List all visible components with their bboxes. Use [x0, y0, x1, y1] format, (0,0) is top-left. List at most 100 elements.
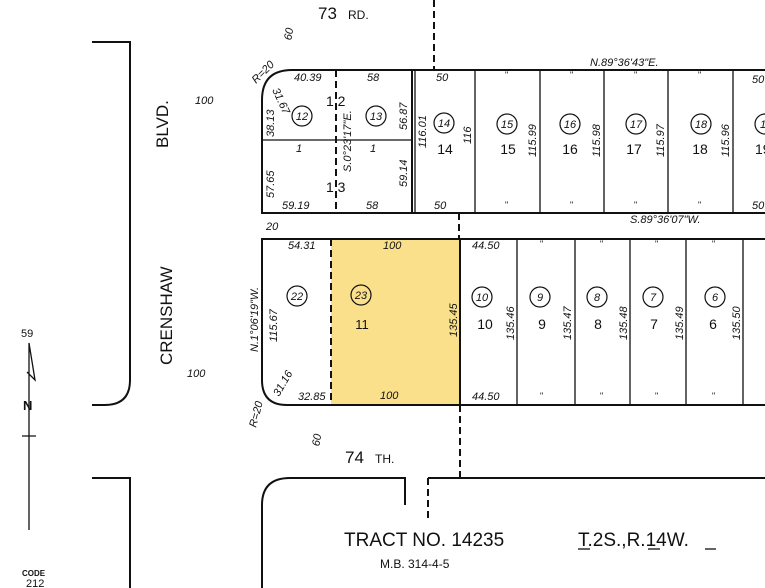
crenshaw-road-edge: [92, 41, 131, 406]
bearing: S.0°23'17"E.: [342, 110, 354, 172]
dimension: 135.49: [674, 306, 686, 340]
dimension: 135.45: [448, 302, 460, 337]
code-label: CODE: [22, 569, 46, 578]
parcel-number: 15: [501, 119, 514, 131]
dimension: 100: [380, 390, 399, 402]
parcel-number: 9: [537, 292, 543, 304]
dimension: 59.14: [398, 159, 410, 187]
dimension: 57.65: [265, 170, 277, 198]
bearing: N.1°06'19"W.: [249, 287, 261, 352]
parcel-9[interactable]: 99: [529, 286, 551, 332]
lot-number: 15: [500, 141, 516, 157]
dimension: 44.50: [472, 240, 500, 252]
bearing: N.89°36'43"E.: [590, 57, 659, 69]
dimension: 115.96: [720, 123, 732, 157]
street-width: 100: [187, 368, 206, 380]
dimension: 135.48: [618, 305, 630, 340]
parcel-number: 16: [564, 119, 577, 131]
dimension: 40.39: [294, 72, 322, 84]
ditto-mark: ": [505, 70, 508, 80]
ditto-mark: ": [698, 70, 701, 80]
dimension: 115.67: [268, 308, 280, 342]
ditto-mark: ": [540, 239, 543, 249]
bearing: S.89°36'07"W.: [630, 214, 701, 226]
parcel-23[interactable]: 23 11: [350, 284, 372, 332]
parcel-12[interactable]: 12: [291, 105, 313, 127]
parcel-number: 17: [630, 119, 643, 131]
tract-number: TRACT NO. 14235: [344, 530, 504, 551]
street-name-74th: 74: [345, 448, 364, 467]
lot-number: 18: [692, 141, 708, 157]
map-book-reference: M.B. 314-4-5: [380, 557, 450, 571]
parcel-6[interactable]: 66: [704, 286, 726, 332]
township-range: T.2S.,R.14W.: [578, 530, 689, 551]
street-suffix: TH.: [375, 452, 394, 466]
ditto-mark: ": [634, 200, 637, 210]
parcel-number: 12: [296, 111, 308, 123]
dimension: 59.19: [282, 200, 310, 212]
upper-block-outline: [261, 69, 765, 214]
parcel-7[interactable]: 77: [642, 286, 664, 332]
north-arrow: 59 N: [21, 328, 36, 530]
lot-number: 17: [626, 141, 642, 157]
dimension: 20: [265, 221, 279, 233]
parcel-22[interactable]: 22: [286, 285, 308, 307]
south-block-edge: [261, 477, 406, 588]
street-suffix: RD.: [348, 8, 369, 22]
street-width: 60: [310, 432, 324, 447]
parcel-19[interactable]: 1919: [754, 113, 765, 157]
street-name-crenshaw: CRENSHAW: [157, 266, 176, 365]
radius: R=20: [247, 399, 266, 429]
ditto-mark: ": [712, 239, 715, 249]
dimension: 38.13: [265, 109, 277, 137]
ditto-mark: ": [712, 391, 715, 401]
dimension: 54.31: [288, 240, 316, 252]
code-value: 212: [26, 578, 44, 588]
lot-number: 8: [594, 316, 602, 332]
ditto-mark: ": [570, 70, 573, 80]
dimension: 50: [436, 72, 449, 84]
ditto-mark: ": [634, 70, 637, 80]
parcel-number: 13: [370, 111, 383, 123]
dimension: 115.99: [527, 124, 539, 157]
lot-number: 9: [538, 316, 546, 332]
dimension: 56.87: [398, 102, 410, 130]
parcel-number: 6: [712, 292, 719, 304]
dimension: 44.50: [472, 391, 500, 403]
lot-number: 6: [709, 316, 717, 332]
crenshaw-road-edge-south: [92, 477, 131, 588]
parcel-number: 7: [650, 292, 657, 304]
highlighted-parcel-23[interactable]: [331, 239, 460, 405]
dimension: 50: [434, 200, 447, 212]
lot-number: 10: [477, 316, 493, 332]
ditto-mark: ": [698, 200, 701, 210]
parcel-8[interactable]: 88: [586, 286, 608, 332]
lot-number: 1 2: [326, 93, 346, 109]
dimension: 115.98: [591, 123, 603, 157]
radius: R=20: [250, 58, 278, 86]
lot-number: 16: [562, 141, 578, 157]
dimension: 50: [752, 74, 765, 86]
ditto-mark: ": [505, 200, 508, 210]
lot-number: 11: [355, 317, 369, 332]
street-width: 60: [282, 26, 296, 41]
lower-block-outline: [261, 238, 765, 406]
parcel-number: 22: [290, 291, 303, 303]
street-name-blvd: BLVD.: [153, 100, 172, 148]
north-label: N: [23, 398, 32, 413]
dimension: 32.85: [298, 391, 326, 403]
dimension: 116: [462, 126, 474, 144]
street-name-73rd: 73: [318, 4, 337, 23]
dimension: 58: [367, 72, 380, 84]
ditto-mark: ": [540, 391, 543, 401]
parcel-13[interactable]: 13: [365, 105, 387, 127]
ditto-mark: ": [655, 239, 658, 249]
parcel-number: 23: [354, 290, 368, 302]
dimension: 58: [366, 200, 379, 212]
